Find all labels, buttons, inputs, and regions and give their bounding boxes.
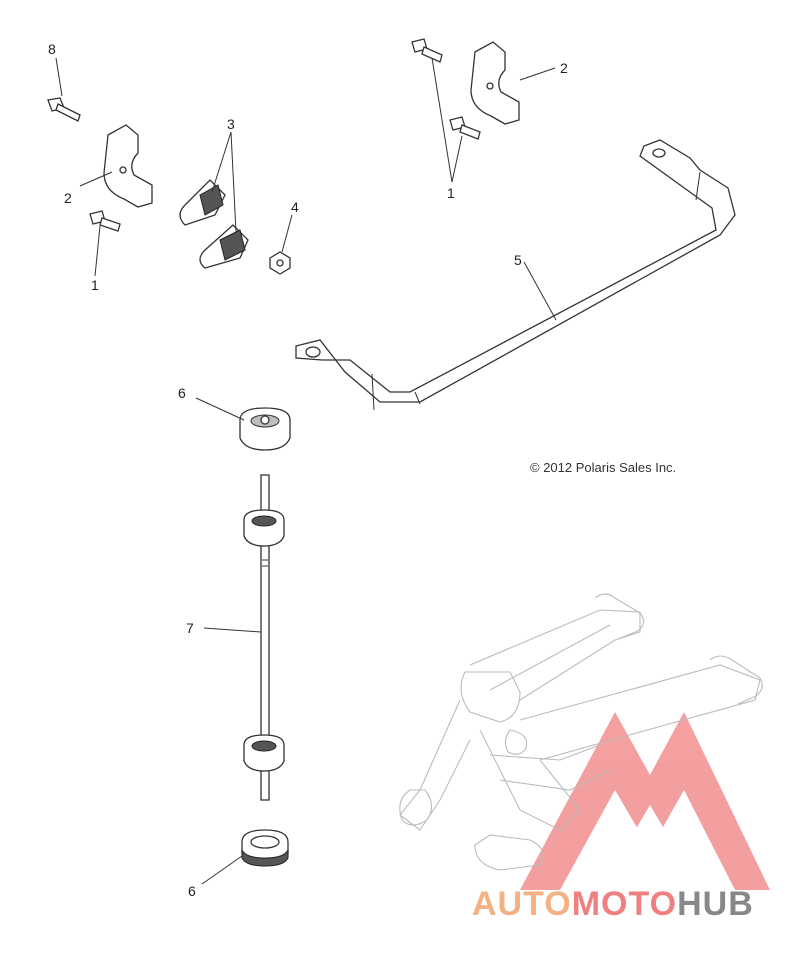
callout-6-top: 6 [178, 385, 186, 401]
callout-1-left: 1 [91, 277, 99, 293]
watermark-triangle-icon [520, 712, 770, 890]
grommet-6-bottom [241, 829, 289, 867]
callout-6-bottom: 6 [188, 883, 196, 899]
link-rod-7 [243, 474, 285, 801]
grommet-6-top [239, 407, 291, 451]
callout-7: 7 [186, 620, 194, 636]
watermark-text-auto: AUTO [472, 885, 572, 923]
bolt-1-left [89, 210, 121, 232]
callout-1-right: 1 [447, 185, 455, 201]
a-arm-assembly [399, 593, 763, 871]
watermark-logo [520, 712, 770, 890]
callout-labels: 8 2 3 4 1 2 1 5 6 7 6 [48, 41, 568, 899]
watermark-text-hub: HUB [677, 885, 754, 923]
bolts-1-right [411, 38, 481, 140]
watermark-text: AUTOMOTOHUB [472, 885, 754, 923]
bolt-8 [47, 97, 81, 122]
stabilizer-bar [295, 139, 736, 411]
watermark-text-moto: MOTO [572, 885, 677, 923]
bracket-right [470, 41, 520, 125]
leader-lines [55, 57, 557, 885]
callout-3: 3 [227, 116, 235, 132]
bushings-3 [179, 179, 249, 269]
callout-4: 4 [291, 199, 299, 215]
callout-2-right: 2 [560, 60, 568, 76]
copyright-text: © 2012 Polaris Sales Inc. [530, 460, 676, 475]
callout-8: 8 [48, 41, 56, 57]
bracket-left [103, 124, 153, 208]
nut-4 [269, 251, 291, 275]
callout-2-left: 2 [64, 190, 72, 206]
callout-5: 5 [514, 252, 522, 268]
